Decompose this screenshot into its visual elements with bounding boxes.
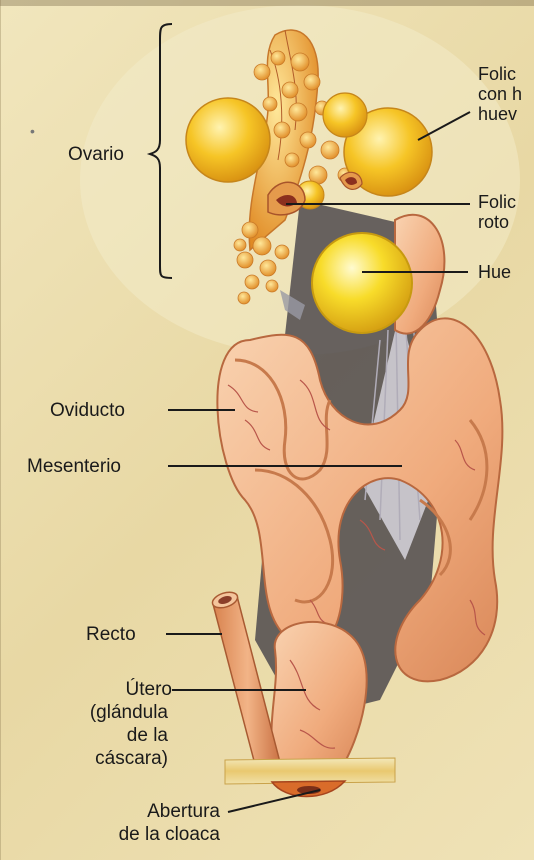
label-utero-line1: Útero bbox=[50, 678, 172, 701]
uterus bbox=[271, 622, 366, 770]
label-oviducto: Oviducto bbox=[50, 399, 125, 422]
label-ovario: Ovario bbox=[68, 143, 124, 166]
label-utero-line3: de la bbox=[50, 724, 168, 747]
label-abertura-line2: de la cloaca bbox=[60, 823, 220, 846]
faded-fragment: • bbox=[30, 120, 35, 143]
label-utero-line2: (glándula bbox=[50, 701, 168, 724]
cloaca bbox=[225, 758, 395, 797]
label-foliculo-roto-line1: Folic bbox=[478, 192, 534, 212]
label-abertura-line1: Abertura bbox=[60, 800, 220, 823]
leader-abertura bbox=[228, 790, 320, 812]
label-recto: Recto bbox=[86, 623, 136, 646]
label-utero-line4: cáscara) bbox=[50, 747, 168, 770]
label-foliculo-huevo-line1: Folic bbox=[478, 64, 534, 84]
label-abertura-block: Abertura de la cloaca bbox=[60, 800, 228, 846]
label-foliculo-roto-line2: roto bbox=[478, 212, 534, 232]
label-huevo: Hue bbox=[478, 262, 534, 282]
label-utero-block: Útero (glándula de la cáscara) bbox=[50, 678, 172, 770]
label-foliculo-huevo-line3: huev bbox=[478, 104, 534, 124]
label-mesenterio: Mesenterio bbox=[27, 455, 121, 478]
top-edge bbox=[0, 0, 534, 6]
label-foliculo-huevo-line2: con h bbox=[478, 84, 534, 104]
